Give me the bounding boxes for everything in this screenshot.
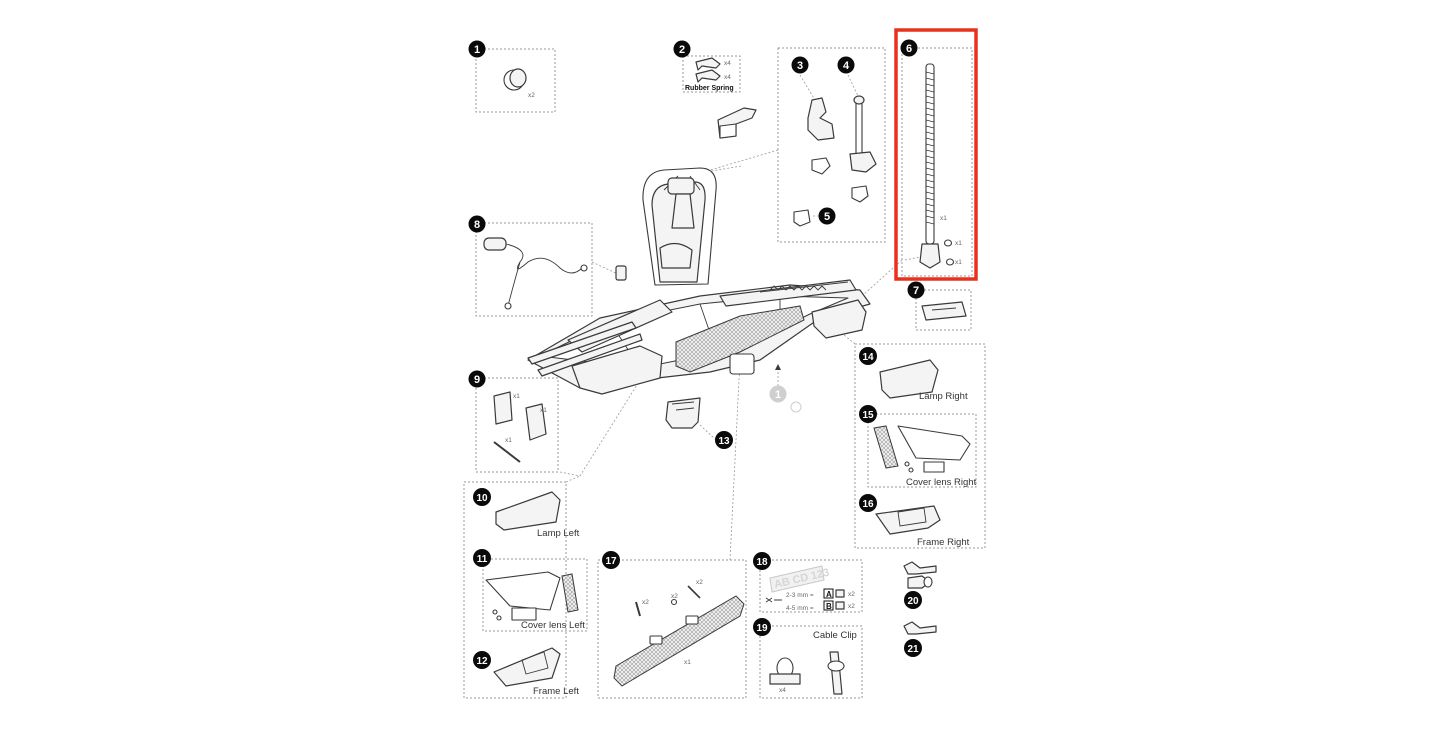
part-16-frame-right: Frame Right bbox=[875, 505, 970, 548]
badge-2: 2 bbox=[673, 40, 691, 58]
part-15-label: Cover lens Right bbox=[906, 477, 977, 488]
part-9-brackets: x1 x1 x1 bbox=[493, 391, 547, 463]
badge-19: 19 bbox=[753, 618, 771, 636]
part-3-arm-clamp bbox=[807, 97, 835, 175]
part-4-arm-clamp-long bbox=[849, 95, 877, 203]
part-17-qty-screw: x2 bbox=[642, 599, 649, 606]
part-17-license-plate-holder: x2 x2 x2 x1 bbox=[613, 579, 745, 687]
part-1-cap: x2 bbox=[503, 68, 535, 99]
badge-9: 9 bbox=[468, 370, 486, 388]
badge-20: 20 bbox=[904, 591, 922, 609]
part-20-lock-key bbox=[903, 561, 937, 589]
group-boxes bbox=[463, 47, 986, 699]
badge-4: 4 bbox=[837, 56, 855, 74]
part-6-qty-washer: x1 bbox=[955, 240, 962, 247]
svg-text:20: 20 bbox=[907, 596, 919, 607]
part-10-lamp-left: Lamp Left bbox=[495, 491, 580, 539]
part-5-rubber-pad bbox=[793, 209, 811, 227]
part-11-cover-lens-left: Cover lens Left bbox=[485, 571, 585, 631]
part-2-qty-b: x4 bbox=[724, 74, 731, 81]
part-2-label: Rubber Spring bbox=[685, 85, 734, 92]
badge-5: 5 bbox=[818, 207, 836, 225]
part-14-label: Lamp Right bbox=[919, 391, 968, 402]
part-18-row-1-qty: x2 bbox=[848, 591, 855, 598]
part-19-label: Cable Clip bbox=[813, 630, 857, 641]
badge-15: 15 bbox=[859, 405, 877, 423]
part-18-row-1-range: 2-3 mm = bbox=[786, 592, 814, 599]
part-18-row-1-code: A bbox=[826, 590, 832, 599]
part-12-frame-left: Frame Left bbox=[493, 647, 579, 697]
svg-text:4: 4 bbox=[843, 60, 850, 72]
part-11-label: Cover lens Left bbox=[521, 620, 585, 631]
svg-text:7: 7 bbox=[913, 285, 919, 297]
part-16-label: Frame Right bbox=[917, 537, 970, 548]
badge-13: 13 bbox=[715, 431, 733, 449]
svg-text:21: 21 bbox=[907, 644, 919, 655]
badge-10: 10 bbox=[473, 488, 491, 506]
part-12-label: Frame Left bbox=[533, 686, 579, 697]
part-10-label: Lamp Left bbox=[537, 528, 580, 539]
badge-1: 1 bbox=[468, 40, 486, 58]
badge-14: 14 bbox=[859, 347, 877, 365]
part-18-row-2-range: 4-5 mm = bbox=[786, 605, 814, 612]
part-18-row-2-code: B bbox=[826, 602, 832, 611]
badge-17: 17 bbox=[602, 551, 620, 569]
part-17-qty-plate: x1 bbox=[684, 659, 691, 666]
badge-18: 18 bbox=[753, 552, 771, 570]
part-6-qty-nut: x1 bbox=[955, 259, 962, 266]
part-15-cover-lens-right: Cover lens Right bbox=[873, 425, 977, 488]
badge-8: 8 bbox=[468, 215, 486, 233]
svg-text:3: 3 bbox=[797, 60, 803, 72]
badge-7: 7 bbox=[907, 281, 925, 299]
part-17-qty-bolt: x2 bbox=[696, 579, 703, 586]
part-6-highlight bbox=[894, 28, 978, 281]
part-7-grip bbox=[921, 301, 967, 321]
part-9-qty-c: x1 bbox=[505, 437, 512, 444]
svg-text:18: 18 bbox=[756, 557, 768, 568]
part-19-cable-clip: Cable Clip x4 bbox=[769, 630, 857, 695]
part-14-lamp-right: Lamp Right bbox=[879, 359, 968, 402]
badge-3: 3 bbox=[791, 56, 809, 74]
svg-text:16: 16 bbox=[862, 499, 874, 510]
part-18-plate-spacers: AB CD 123 2-3 mm = A x2 4-5 mm = B x2 bbox=[765, 565, 855, 612]
part-8-cable bbox=[483, 237, 588, 310]
svg-text:13: 13 bbox=[718, 436, 730, 447]
svg-text:10: 10 bbox=[476, 493, 488, 504]
main-assembly bbox=[527, 167, 871, 429]
part-2-rubber-spring: x4 x4 Rubber Spring bbox=[685, 57, 757, 139]
badge-16: 16 bbox=[859, 494, 877, 512]
part-9-qty-a: x1 bbox=[513, 393, 520, 400]
svg-text:12: 12 bbox=[476, 656, 488, 667]
svg-text:9: 9 bbox=[474, 374, 480, 386]
svg-text:11: 11 bbox=[477, 554, 488, 565]
badge-21: 21 bbox=[904, 639, 922, 657]
part-2-qty-a: x4 bbox=[724, 60, 731, 67]
svg-text:14: 14 bbox=[862, 352, 874, 363]
svg-text:2: 2 bbox=[679, 44, 685, 56]
svg-text:19: 19 bbox=[756, 623, 768, 634]
badge-6: 6 bbox=[900, 39, 918, 57]
svg-text:1: 1 bbox=[775, 389, 781, 401]
part-9-qty-b: x1 bbox=[540, 407, 547, 414]
part-21-key bbox=[903, 621, 937, 635]
part-1-qty: x2 bbox=[528, 92, 535, 99]
part-6-qty-bolt: x1 bbox=[940, 215, 947, 222]
part-18-row-2-qty: x2 bbox=[848, 603, 855, 610]
svg-text:15: 15 bbox=[862, 410, 874, 421]
part-17-qty-washer: x2 bbox=[671, 593, 678, 600]
badge-12: 12 bbox=[473, 651, 491, 669]
badge-11: 11 bbox=[473, 549, 491, 567]
svg-text:1: 1 bbox=[474, 44, 480, 56]
svg-text:5: 5 bbox=[824, 211, 830, 223]
part-6-bolt: x1 x1 x1 bbox=[894, 28, 978, 281]
ghost-badge-1: 1 bbox=[769, 364, 802, 413]
svg-text:8: 8 bbox=[474, 219, 480, 231]
svg-text:6: 6 bbox=[906, 43, 912, 55]
callout-badges: 1 2 3 4 5 6 7 8 9 10 11 12 13 14 15 16 1… bbox=[468, 39, 925, 669]
svg-text:17: 17 bbox=[605, 556, 617, 567]
part-19-qty: x4 bbox=[779, 687, 786, 694]
